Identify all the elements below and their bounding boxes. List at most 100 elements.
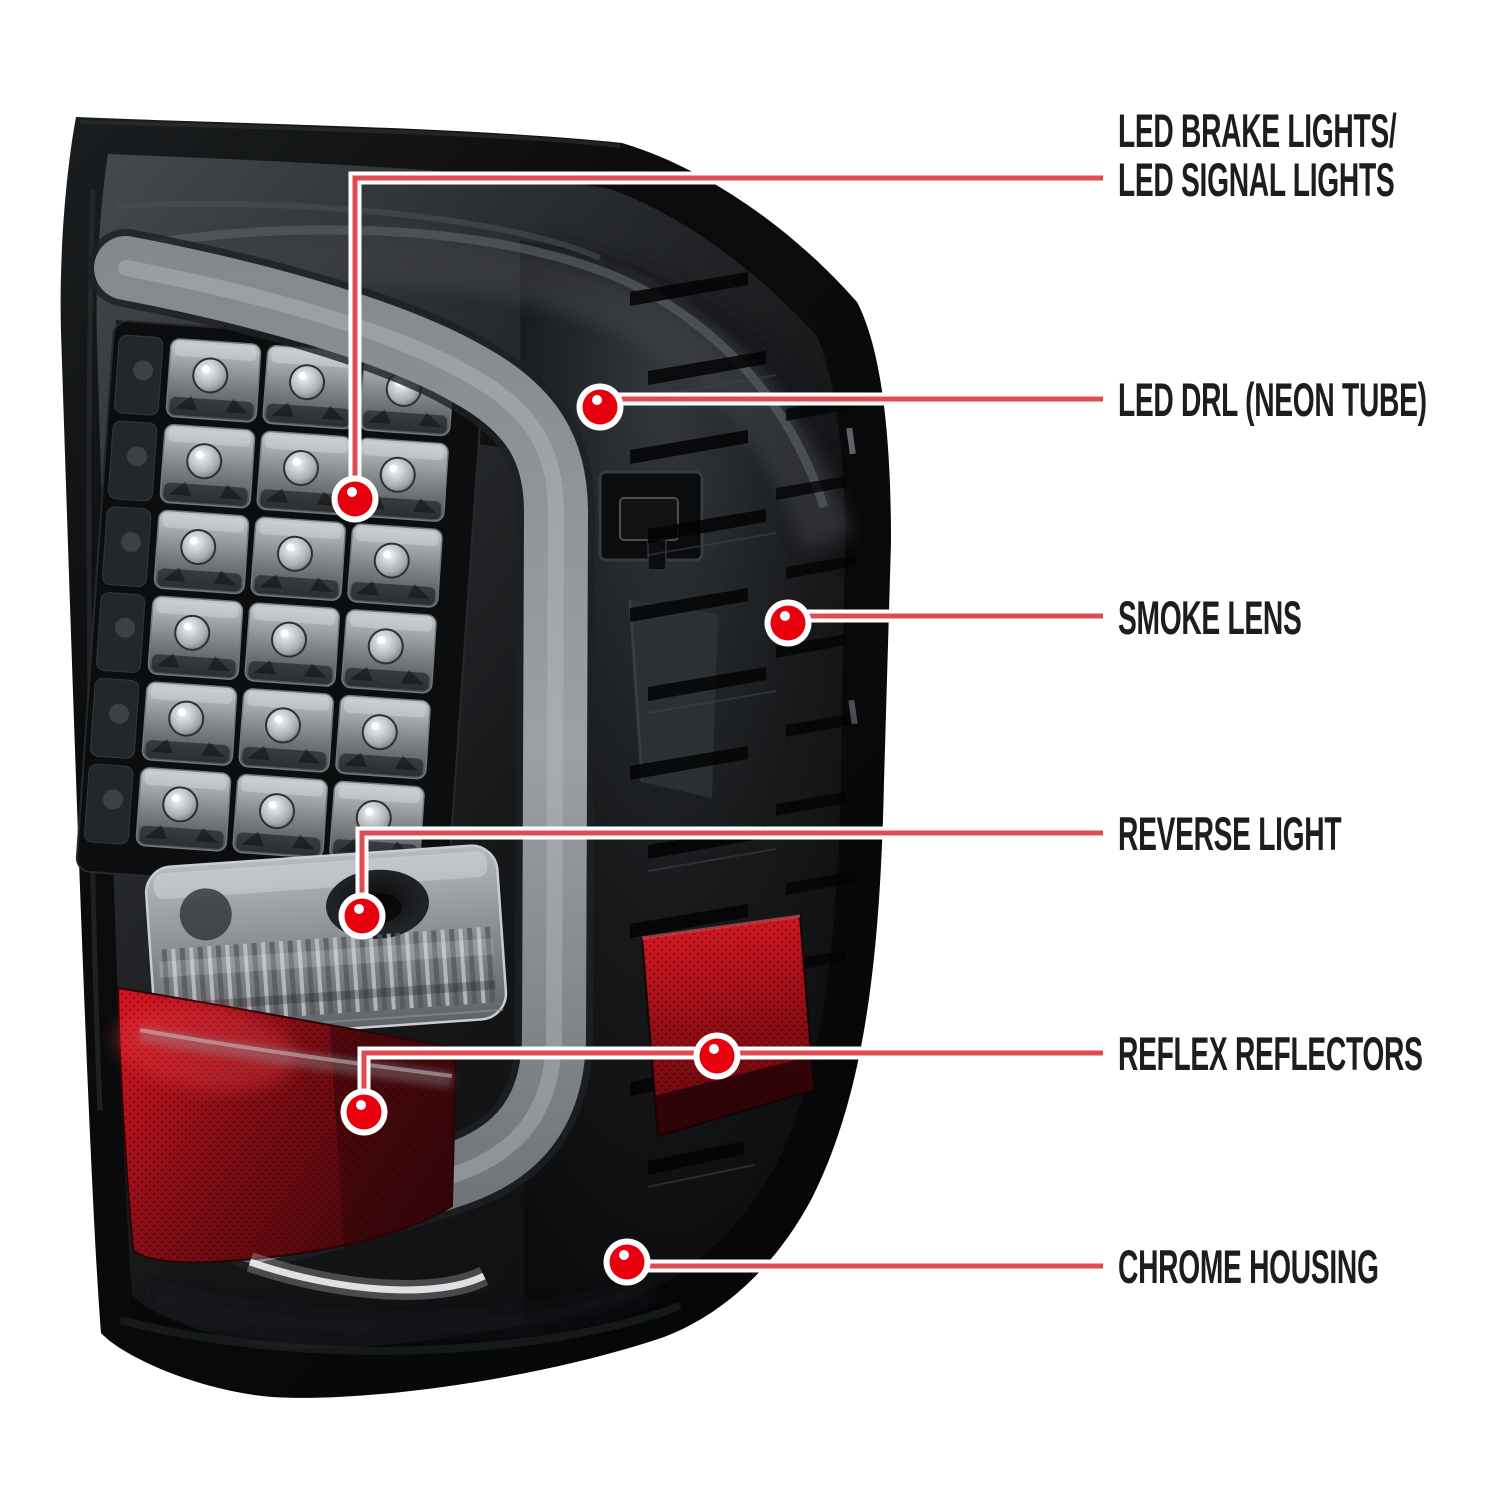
led-bulb-ghost [109, 703, 130, 724]
callout-label-led-drl: LED DRL (NEON TUBE) [1118, 375, 1500, 424]
louver-slash [648, 509, 766, 543]
led-bulb [174, 614, 211, 651]
dot-glint [709, 1044, 719, 1054]
led-cell-facet [156, 653, 180, 668]
led-cell-facet [213, 570, 237, 586]
led-cell-shadow [236, 832, 321, 856]
led-cell-facet [304, 662, 328, 679]
callout-text: LED SIGNAL LIGHTS [1118, 153, 1395, 206]
led-cell-glint [168, 427, 251, 447]
led-bulb-glint [292, 457, 301, 466]
led-cell-facet [292, 834, 316, 850]
led-cell-glint [247, 691, 330, 711]
led-cell-glint [174, 341, 257, 361]
callout-label-smoke-lens: SMOKE LENS [1118, 593, 1424, 642]
led-bulb [192, 357, 229, 394]
dot-core [344, 898, 380, 934]
led-cell-facet [394, 755, 418, 771]
led-cell-shadow [266, 403, 351, 427]
led-cell-facet [271, 402, 295, 418]
led-cell-facet [418, 412, 442, 428]
led-cell-facet [219, 484, 243, 500]
callout-text: SMOKE LENS [1118, 591, 1302, 644]
led-cell-shadow [163, 482, 248, 506]
led-bulb-ghost [133, 360, 154, 381]
reverse-rib [296, 939, 307, 1016]
led-grid [75, 320, 486, 897]
led-cell-facet [225, 398, 249, 414]
reverse-rib [323, 937, 334, 1014]
dot-glint [780, 611, 790, 621]
led-bulb-glint [177, 708, 186, 717]
led-cell-facet [241, 831, 265, 847]
led-cell-facet [207, 656, 231, 672]
dot-core [609, 1244, 645, 1280]
led-cell-facet [259, 574, 283, 589]
reverse-rib [269, 941, 280, 1018]
led-cell-facet [343, 752, 367, 768]
led-cell-shadow [242, 746, 327, 770]
louver-slash [630, 588, 748, 622]
led-bulb-glint [183, 622, 192, 631]
louver-slash [630, 430, 748, 464]
led-bulb-glint [274, 715, 283, 724]
callout-dot-reverse-light [338, 892, 386, 940]
reverse-rib [341, 936, 352, 1013]
led-cell-facet [201, 741, 225, 758]
reverse-rib [413, 931, 424, 1008]
louver-slash [776, 792, 846, 816]
led-bulb-glint [371, 721, 380, 730]
led-bulb [186, 443, 223, 480]
led-cell-shadow [362, 410, 448, 434]
led-cell-facet [337, 838, 361, 853]
led-cell-facet [298, 748, 322, 764]
led-cell-facet [322, 405, 346, 421]
callout-label-reverse-light: REVERSE LIGHT [1118, 809, 1490, 858]
dot-core [337, 481, 373, 517]
led-bulb-glint [201, 365, 210, 374]
louver-slash [630, 272, 748, 306]
reverse-rib [476, 927, 486, 1004]
louver-slash [786, 713, 856, 737]
led-bulb-glint [280, 629, 289, 638]
reverse-rib [233, 944, 244, 1021]
led-cell-facet [168, 481, 192, 497]
reverse-rib [287, 940, 298, 1017]
led-bulb [168, 700, 205, 737]
led-cell-glint [150, 685, 233, 705]
louver-accent [647, 1164, 755, 1188]
led-bulb [271, 621, 308, 658]
reverse-rib [260, 942, 271, 1019]
louver-slash [648, 667, 766, 701]
reverse-rib [422, 930, 432, 1008]
led-cell-shadow [260, 489, 345, 513]
dot-core [346, 1094, 382, 1130]
led-cell-facet [400, 669, 424, 685]
led-cell-facet [349, 666, 373, 682]
led-cell-shadow [350, 581, 436, 605]
reverse-rib [377, 934, 388, 1011]
dot-glint [356, 1100, 366, 1110]
dot-core [699, 1038, 735, 1074]
led-cell-glint [259, 520, 342, 540]
led-bulb [361, 714, 398, 751]
louver-slash [776, 476, 846, 500]
reverse-rib [305, 939, 316, 1016]
callout-dots [331, 383, 812, 1286]
led-cell-facet [253, 660, 277, 675]
led-bulb [373, 542, 410, 579]
callout-label-reflex-reflectors: REFLEX REFLECTORS [1118, 1029, 1500, 1078]
led-bulb [367, 628, 404, 665]
reverse-rib [278, 941, 289, 1018]
louver-slash [630, 746, 748, 780]
led-cell-glint [350, 612, 433, 632]
led-cell-glint [338, 784, 421, 804]
led-bulb-glint [189, 536, 198, 545]
callout-label-led-brake-signal: LED BRAKE LIGHTS/ LED SIGNAL LIGHTS [1118, 106, 1500, 204]
led-cell-facet [144, 824, 168, 840]
led-cell-shadow [248, 660, 333, 684]
reverse-rib [484, 926, 496, 1003]
led-bulb-ghost [127, 446, 148, 467]
reverse-rib [332, 937, 342, 1014]
reverse-rib [350, 935, 360, 1013]
